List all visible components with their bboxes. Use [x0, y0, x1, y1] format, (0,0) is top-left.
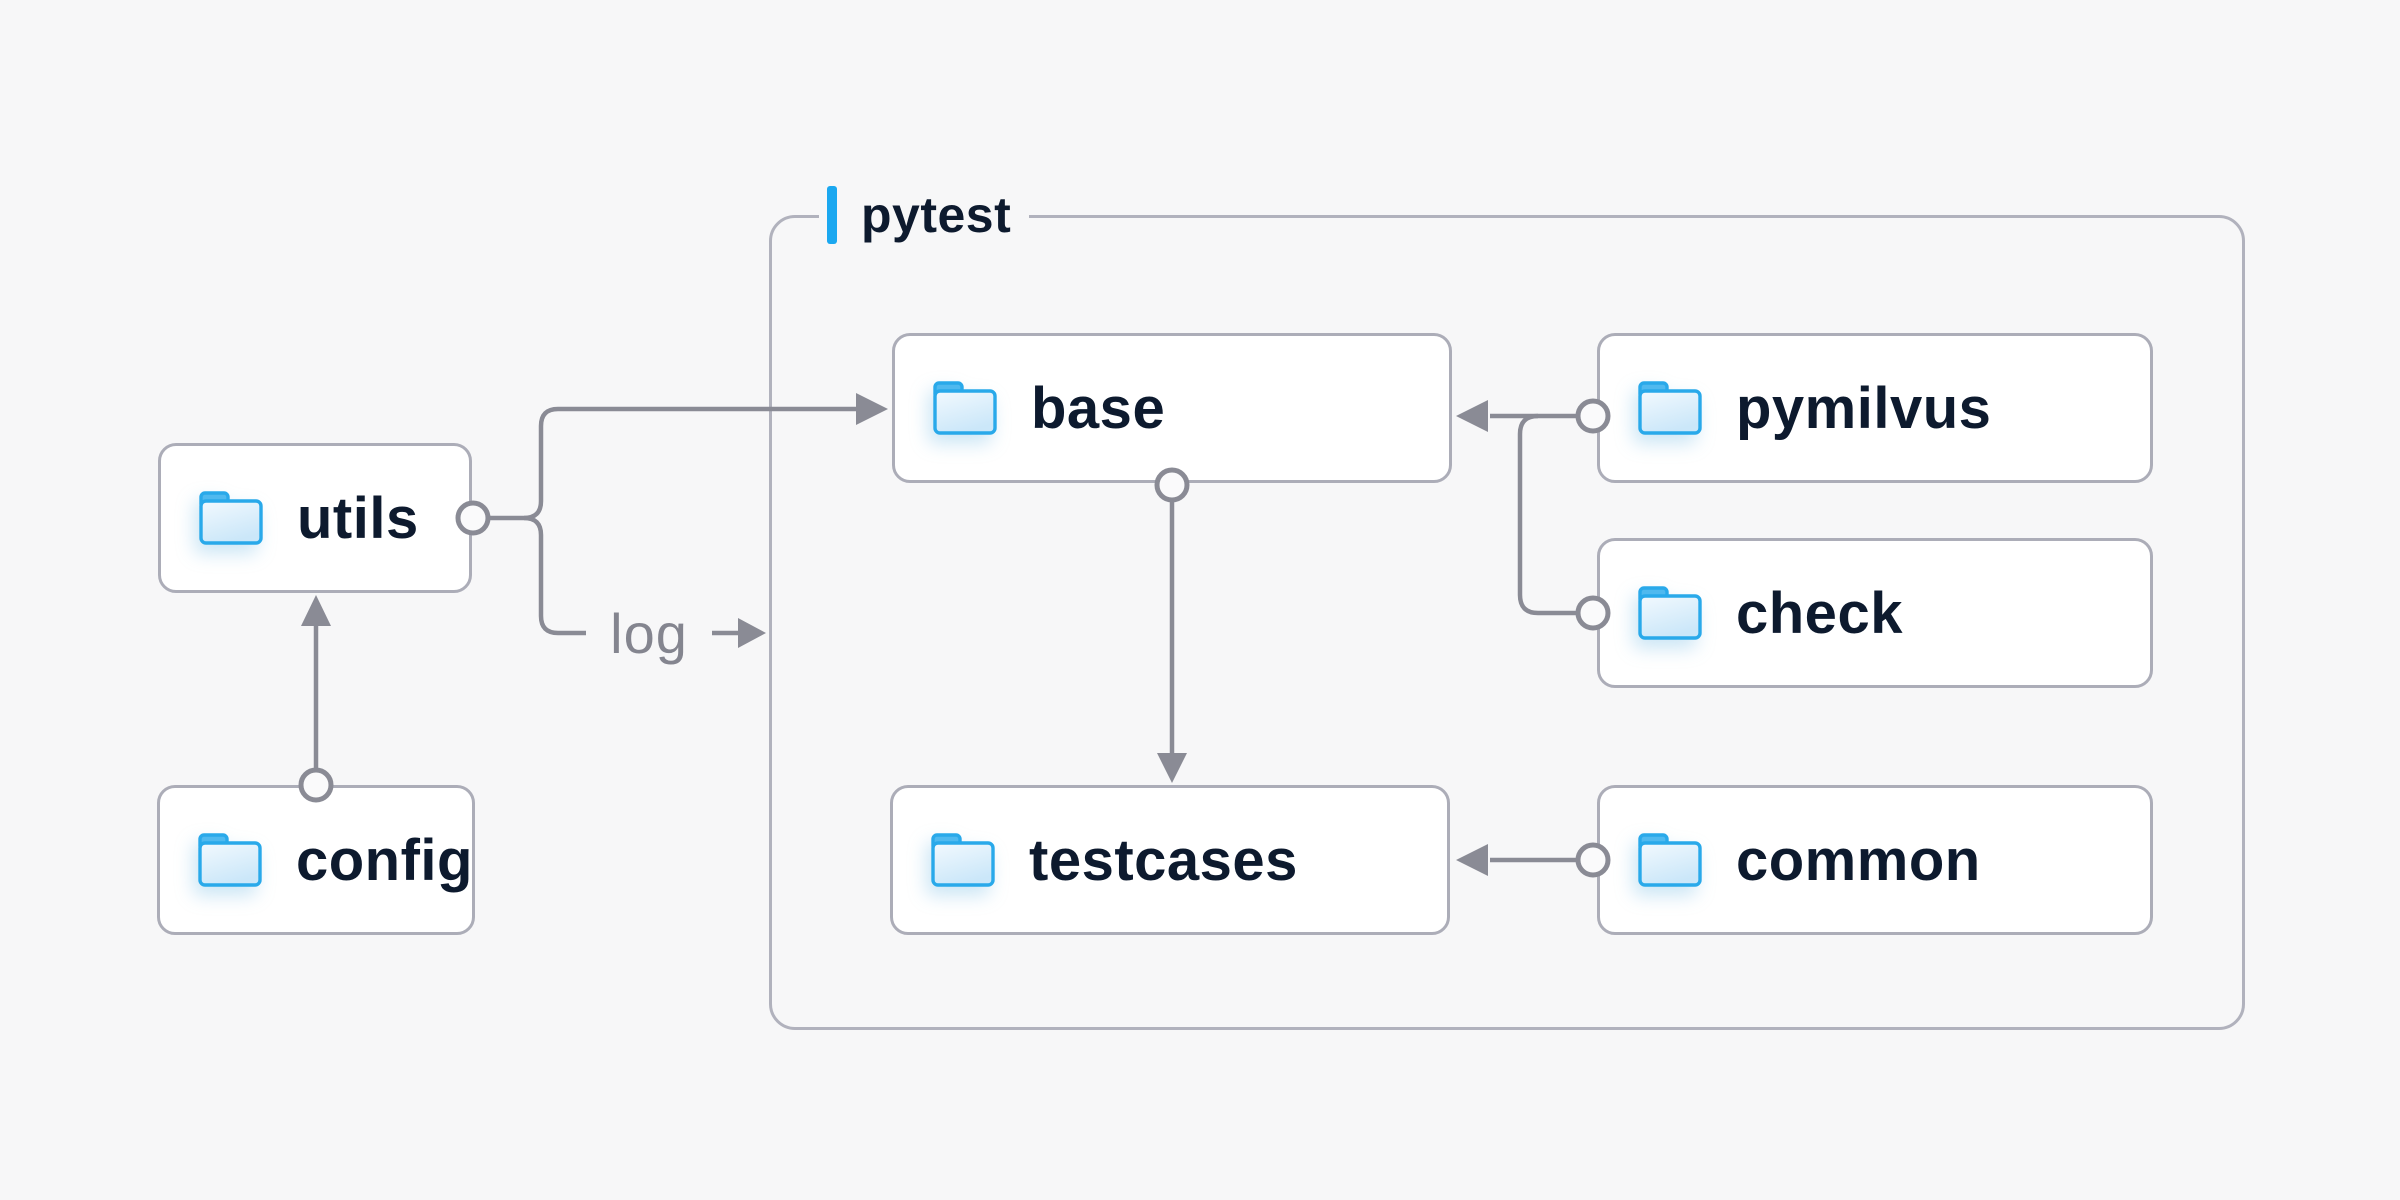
folder-icon	[933, 381, 997, 435]
node-label: testcases	[1029, 827, 1298, 893]
node-pymilvus: pymilvus	[1597, 333, 2153, 483]
node-label: common	[1736, 827, 1981, 893]
log-edge-label: log	[610, 601, 688, 665]
node-testcases: testcases	[890, 785, 1450, 935]
edge-config-utils	[298, 595, 334, 803]
folder-icon	[1638, 586, 1702, 640]
node-utils: utils	[158, 443, 472, 593]
node-config: config	[157, 785, 475, 935]
accent-bar	[827, 186, 837, 244]
pytest-group-label: pytest	[819, 183, 1030, 247]
folder-icon	[198, 833, 262, 887]
node-label: pymilvus	[1736, 375, 1992, 441]
node-base: base	[892, 333, 1452, 483]
log-arrow-icon	[712, 618, 766, 648]
folder-icon	[1638, 381, 1702, 435]
node-check: check	[1597, 538, 2153, 688]
folder-icon	[1638, 833, 1702, 887]
folder-icon	[931, 833, 995, 887]
node-label: check	[1736, 580, 1903, 646]
node-common: common	[1597, 785, 2153, 935]
node-label: config	[296, 827, 473, 893]
node-label: base	[1031, 375, 1166, 441]
folder-icon	[199, 491, 263, 545]
pytest-group-label-text: pytest	[861, 187, 1012, 243]
node-label: utils	[297, 485, 419, 551]
pytest-group-container	[769, 215, 2245, 1030]
